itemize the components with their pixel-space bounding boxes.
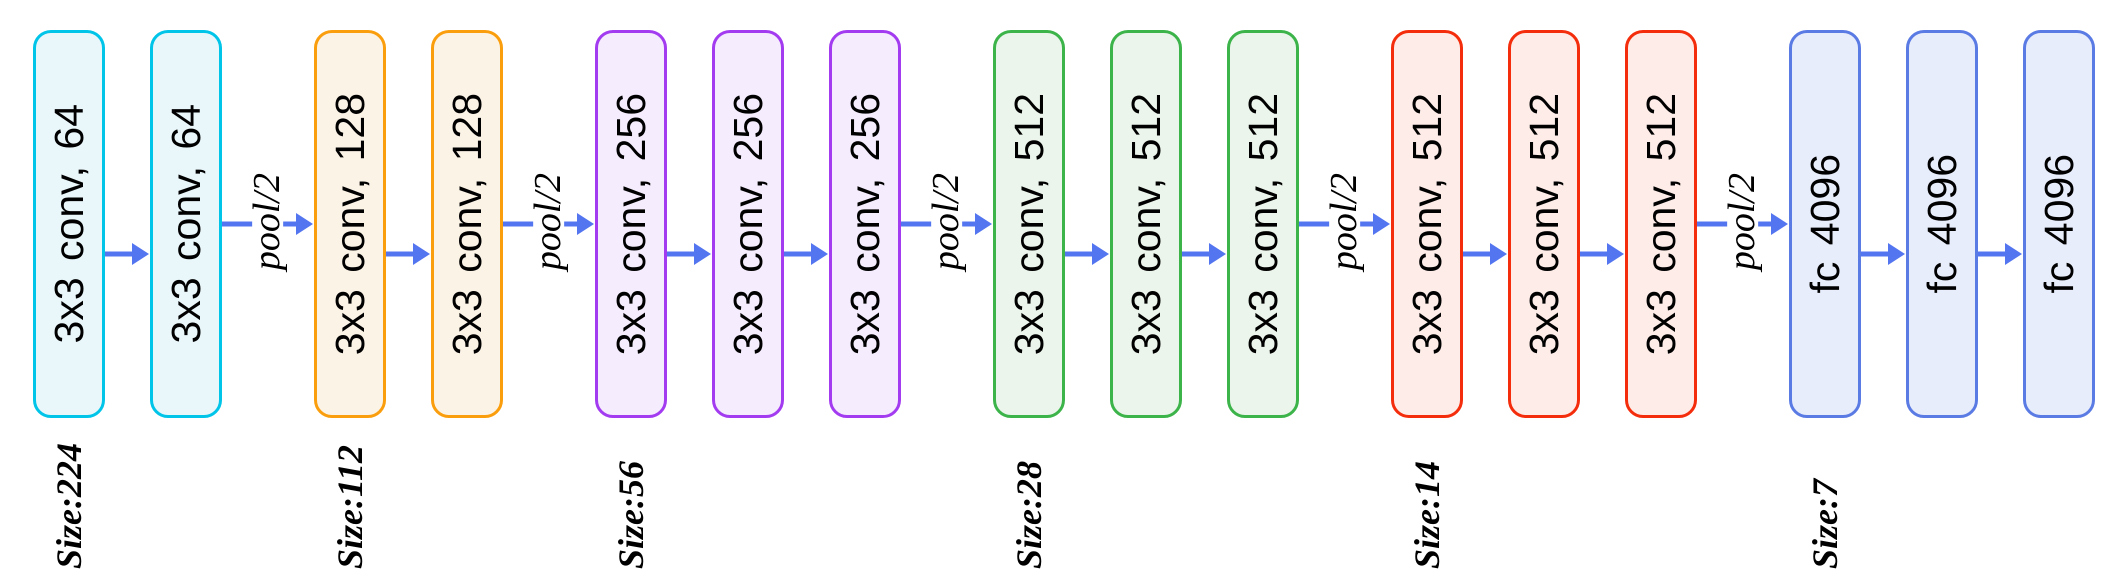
conv-block: 3x3 conv, 512 [1508, 30, 1580, 418]
pool-label: pool/2 [1323, 168, 1365, 276]
pool-label: pool/2 [246, 168, 288, 276]
conv-group-512-b: 3x3 conv, 512 3x3 conv, 512 3x3 conv, 51… [1391, 30, 1697, 588]
conv-block-label: 3x3 conv, 512 [1637, 92, 1684, 356]
conv-block: 3x3 conv, 128 [431, 30, 503, 418]
conv-group-256-blocks: 3x3 conv, 256 3x3 conv, 256 3x3 conv, 25… [595, 30, 901, 418]
pool-connector: pool/2 [1299, 0, 1391, 444]
conv-group-512-a-blocks: 3x3 conv, 512 3x3 conv, 512 3x3 conv, 51… [993, 30, 1299, 418]
conv-group-64: 3x3 conv, 64 3x3 conv, 64 Size:224 [33, 30, 222, 588]
flow-arrow-icon [386, 234, 431, 274]
flow-arrow-icon [1978, 234, 2023, 274]
conv-block: 3x3 conv, 512 [1625, 30, 1697, 418]
fc-group: fc 4096 fc 4096 fc 4096 Size:7 [1789, 30, 2095, 588]
size-label: Size:28 [993, 425, 1065, 569]
flow-arrow-icon [1580, 234, 1625, 274]
conv-block: 3x3 conv, 64 [33, 30, 105, 418]
size-label: Size:112 [314, 425, 386, 569]
conv-block: 3x3 conv, 512 [1391, 30, 1463, 418]
conv-block: 3x3 conv, 256 [829, 30, 901, 418]
conv-group-512-b-blocks: 3x3 conv, 512 3x3 conv, 512 3x3 conv, 51… [1391, 30, 1697, 418]
size-label-text: Size:56 [610, 461, 651, 569]
conv-block-label: 3x3 conv, 64 [45, 104, 92, 344]
conv-block: 3x3 conv, 512 [1110, 30, 1182, 418]
pool-label: pool/2 [925, 168, 967, 276]
pool-connector: pool/2 [222, 0, 314, 444]
conv-block-label: 3x3 conv, 512 [1520, 92, 1567, 356]
pool-connector: pool/2 [503, 0, 595, 444]
fc-block: fc 4096 [1789, 30, 1861, 418]
conv-block: 3x3 conv, 256 [712, 30, 784, 418]
size-label: Size:56 [595, 425, 667, 569]
conv-group-256: 3x3 conv, 256 3x3 conv, 256 3x3 conv, 25… [595, 30, 901, 588]
size-label-text: Size:28 [1008, 461, 1049, 569]
conv-group-128: 3x3 conv, 128 3x3 conv, 128 Size:112 [314, 30, 503, 588]
pool-connector: pool/2 [901, 0, 993, 444]
conv-group-64-blocks: 3x3 conv, 64 3x3 conv, 64 [33, 30, 222, 418]
conv-block-label: 3x3 conv, 512 [1403, 92, 1450, 356]
conv-block-label: 3x3 conv, 512 [1239, 92, 1286, 356]
conv-block-label: 3x3 conv, 256 [607, 92, 654, 356]
flow-arrow-icon [105, 234, 150, 274]
fc-block-label: fc 4096 [1801, 154, 1848, 294]
conv-block-label: 3x3 conv, 256 [841, 92, 888, 356]
conv-block: 3x3 conv, 512 [1227, 30, 1299, 418]
flow-arrow-icon [1861, 234, 1906, 274]
conv-block: 3x3 conv, 128 [314, 30, 386, 418]
conv-block-label: 3x3 conv, 256 [724, 92, 771, 356]
conv-block-label: 3x3 conv, 512 [1122, 92, 1169, 356]
conv-group-128-blocks: 3x3 conv, 128 3x3 conv, 128 [314, 30, 503, 418]
flow-arrow-icon [667, 234, 712, 274]
fc-block-label: fc 4096 [1918, 154, 1965, 294]
pool-connector: pool/2 [1697, 0, 1789, 444]
conv-block-label: 3x3 conv, 512 [1005, 92, 1052, 356]
size-label: Size:224 [33, 425, 105, 569]
flow-arrow-icon [1463, 234, 1508, 274]
size-label-text: Size:14 [1406, 461, 1447, 569]
flow-arrow-icon [784, 234, 829, 274]
conv-block-label: 3x3 conv, 128 [443, 92, 490, 356]
flow-arrow-icon [1182, 234, 1227, 274]
fc-block-label: fc 4096 [2035, 154, 2082, 294]
pool-label: pool/2 [527, 168, 569, 276]
conv-group-512-a: 3x3 conv, 512 3x3 conv, 512 3x3 conv, 51… [993, 30, 1299, 588]
conv-block: 3x3 conv, 512 [993, 30, 1065, 418]
pool-label: pool/2 [1721, 168, 1763, 276]
size-label: Size:14 [1391, 425, 1463, 569]
conv-block-label: 3x3 conv, 64 [162, 104, 209, 344]
conv-block: 3x3 conv, 256 [595, 30, 667, 418]
size-label-text: Size:224 [48, 443, 89, 569]
conv-block: 3x3 conv, 64 [150, 30, 222, 418]
size-label-text: Size:112 [329, 444, 370, 569]
conv-block-label: 3x3 conv, 128 [326, 92, 373, 356]
fc-block: fc 4096 [1906, 30, 1978, 418]
fc-group-blocks: fc 4096 fc 4096 fc 4096 [1789, 30, 2095, 418]
fc-block: fc 4096 [2023, 30, 2095, 418]
flow-arrow-icon [1065, 234, 1110, 274]
size-label-text: Size:7 [1804, 479, 1845, 569]
size-label: Size:7 [1789, 425, 1861, 569]
